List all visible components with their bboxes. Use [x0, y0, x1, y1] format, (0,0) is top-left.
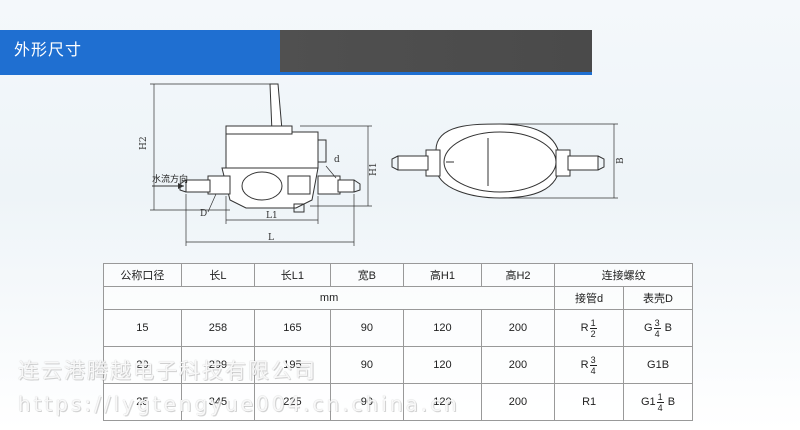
header-length-l: 长L: [180, 263, 256, 287]
dim-l: [185, 194, 355, 246]
cell-dn: 25: [103, 383, 182, 421]
dim-l1: [225, 196, 319, 224]
dimension-drawing: 水流方向 H2 H1 d D L1 L: [139, 83, 626, 246]
dim-h2: [150, 83, 270, 211]
cell-h2: 200: [480, 383, 556, 421]
header-width-b: 宽B: [329, 263, 405, 287]
meter-lid: [269, 83, 283, 133]
dim-label-D: D: [200, 209, 207, 219]
header-pipe-d: 接管d: [554, 286, 625, 310]
cell-l: 299: [180, 346, 256, 384]
cell-l1: 225: [254, 383, 331, 421]
cell-l1: 195: [254, 346, 331, 384]
cell-pipe-thread: R1: [554, 383, 625, 421]
dim-label-l1: L1: [266, 211, 278, 221]
cell-l1: 165: [254, 309, 331, 347]
cell-b: 90: [329, 383, 405, 421]
cell-b: 90: [329, 346, 405, 384]
cell-h1: 120: [403, 309, 482, 347]
cell-dn: 20: [103, 346, 182, 384]
cell-l: 345: [180, 383, 256, 421]
header-height-h1: 高H1: [403, 263, 482, 287]
cell-h2: 200: [480, 309, 556, 347]
header-height-h2: 高H2: [480, 263, 556, 287]
cell-h2: 200: [480, 346, 556, 384]
dim-label-l: L: [268, 233, 274, 243]
dim-label-b: B: [616, 157, 626, 164]
cell-h1: 120: [403, 346, 482, 384]
dim-label-h1: H1: [369, 162, 379, 176]
header-case-D: 表壳D: [623, 286, 693, 310]
cell-dn: 15: [103, 309, 182, 347]
table-unit-row: mm 接管d 表壳D: [102, 286, 693, 310]
flow-direction-label: 水流方向: [152, 173, 188, 184]
header-stripe: [0, 72, 592, 75]
section-title: 外形尺寸: [0, 30, 280, 72]
header-dn: 公称口径: [103, 263, 182, 287]
meter-register: [225, 131, 319, 169]
unit-cell: mm: [102, 286, 556, 310]
cell-l: 258: [180, 309, 256, 347]
header-thread: 连接螺纹: [554, 263, 693, 287]
cell-b: 90: [329, 309, 405, 347]
dim-b: [500, 123, 618, 199]
top-view: [391, 123, 605, 199]
cell-case-thread: G1B: [623, 346, 693, 384]
dim-h1: [300, 125, 372, 207]
section-header: 外形尺寸: [0, 30, 592, 75]
cell-h1: 120: [403, 383, 482, 421]
dim-label-h2: H2: [139, 136, 149, 150]
header-length-l1: 长L1: [254, 263, 331, 287]
dim-label-d: d: [334, 155, 340, 165]
side-view: [179, 83, 361, 213]
spec-table: 公称口径 长L 长L1 宽B 高H1 高H2 连接螺纹 mm 接管d 表壳D 1…: [102, 263, 693, 421]
table-header-row: 公称口径 长L 长L1 宽B 高H1 高H2 连接螺纹: [103, 263, 693, 287]
